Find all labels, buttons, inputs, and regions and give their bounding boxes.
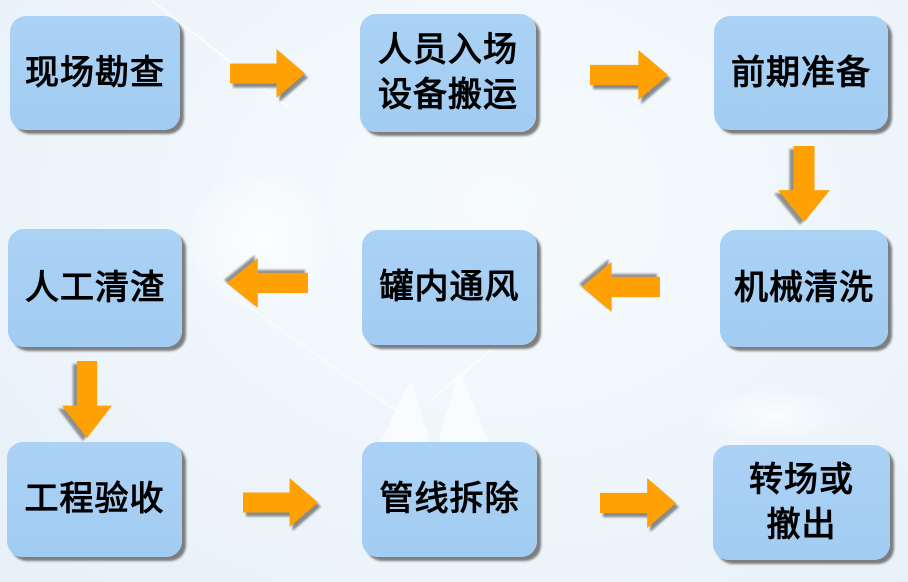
flow-node-project-acceptance: 工程验收: [7, 442, 182, 557]
flow-node-tank-ventilation: 罐内通风: [362, 230, 537, 345]
arrow-right-icon: [590, 50, 668, 100]
flow-node-personnel-equipment: 人员入场 设备搬运: [360, 14, 536, 132]
flow-node-manual-slag-removal: 人工清渣: [8, 229, 182, 347]
flow-node-preparation: 前期准备: [714, 16, 888, 130]
flow-node-site-survey: 现场勘查: [10, 16, 180, 130]
arrow-right-icon: [600, 478, 676, 528]
watermark-blob: [700, 388, 850, 443]
arrow-down-icon: [778, 146, 830, 222]
arrow-right-icon: [243, 478, 318, 527]
flow-node-mechanical-cleaning: 机械清洗: [720, 230, 888, 347]
arrow-right-icon: [230, 49, 305, 98]
watermark-sail-shape: [380, 372, 490, 444]
arrow-left-icon: [582, 262, 660, 312]
arrow-down-icon: [62, 361, 112, 438]
flow-node-pipeline-removal: 管线拆除: [362, 442, 537, 557]
arrow-left-icon: [227, 258, 308, 308]
flow-node-relocate-or-exit: 转场或 撤出: [713, 445, 890, 560]
